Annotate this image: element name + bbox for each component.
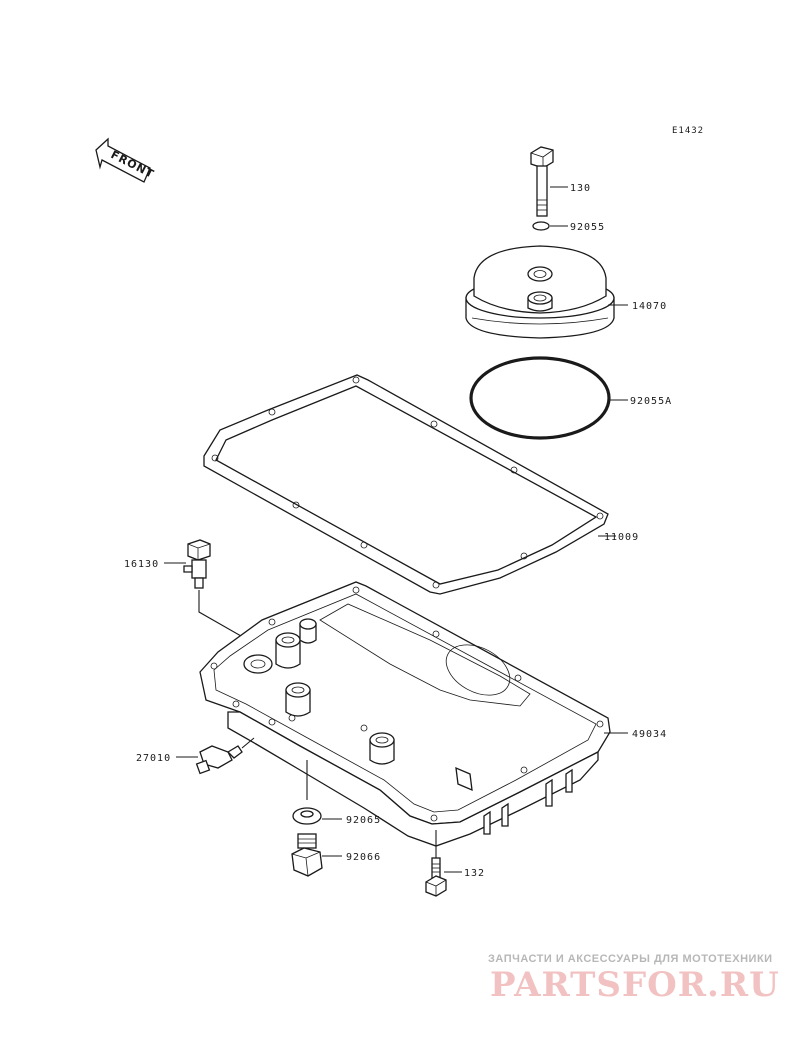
label-92065: 92065 bbox=[346, 815, 381, 826]
label-11009: 11009 bbox=[604, 532, 639, 543]
plug-92066[interactable] bbox=[291, 833, 323, 877]
oring-92055a[interactable] bbox=[469, 356, 611, 440]
diagram-code: E1432 bbox=[672, 126, 704, 136]
bolt-130[interactable] bbox=[530, 146, 554, 217]
label-27010: 27010 bbox=[136, 753, 171, 764]
label-130: 130 bbox=[570, 183, 591, 194]
cover-14070[interactable] bbox=[465, 245, 615, 339]
switch-27010[interactable] bbox=[195, 745, 243, 775]
oilpan-49034[interactable] bbox=[199, 581, 611, 847]
bolt-132[interactable] bbox=[425, 857, 447, 897]
label-92055a: 92055A bbox=[630, 396, 672, 407]
gasket-11009[interactable] bbox=[203, 374, 609, 595]
fitting-16130[interactable] bbox=[183, 539, 211, 589]
watermark-tagline: ЗАПЧАСТИ И АКСЕССУАРЫ ДЛЯ МОТОТЕХНИКИ bbox=[488, 953, 773, 965]
label-132: 132 bbox=[464, 868, 485, 879]
label-49034: 49034 bbox=[632, 729, 667, 740]
label-16130: 16130 bbox=[124, 559, 159, 570]
gasket-92065[interactable] bbox=[292, 807, 322, 825]
label-92066: 92066 bbox=[346, 852, 381, 863]
front-arrow-icon: FRONT bbox=[95, 137, 156, 183]
watermark-logo: PARTSFOR.RU bbox=[490, 965, 780, 1005]
label-92055: 92055 bbox=[570, 222, 605, 233]
label-14070: 14070 bbox=[632, 301, 667, 312]
oring-92055[interactable] bbox=[532, 221, 550, 231]
